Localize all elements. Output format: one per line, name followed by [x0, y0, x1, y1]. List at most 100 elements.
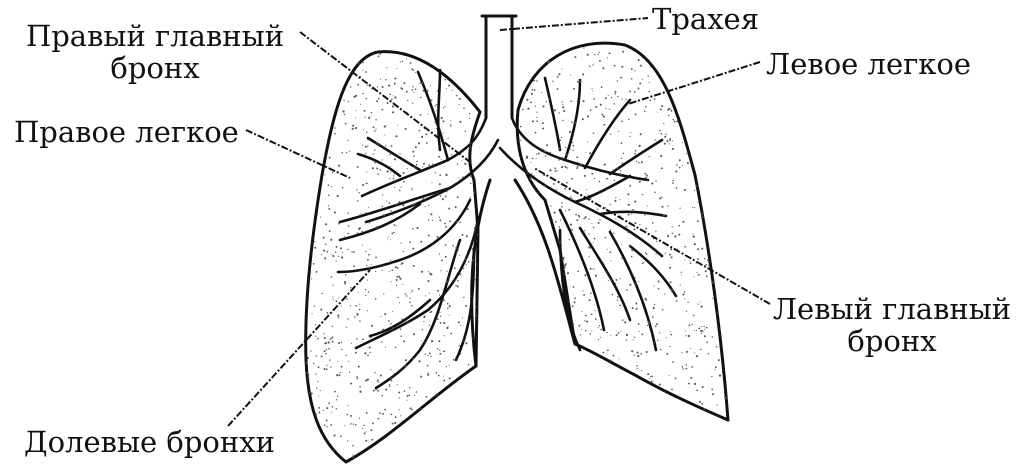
stipple-dot	[526, 173, 528, 175]
stipple-dot	[412, 102, 413, 103]
stipple-dot	[657, 340, 658, 341]
stipple-dot	[367, 355, 369, 357]
stipple-dot	[380, 53, 382, 55]
stipple-dot	[440, 195, 441, 196]
stipple-dot	[308, 374, 310, 376]
stipple-dot	[696, 355, 698, 357]
stipple-dot	[538, 153, 540, 155]
stipple-dot	[388, 202, 390, 204]
stipple-dot	[409, 241, 411, 243]
stipple-dot	[697, 258, 699, 260]
stipple-dot	[369, 347, 371, 349]
stipple-dot	[542, 122, 544, 124]
stipple-dot	[605, 207, 606, 208]
stipple-dot	[467, 145, 468, 146]
stipple-dot	[418, 142, 420, 144]
stipple-dot	[382, 270, 383, 271]
stipple-dot	[701, 403, 703, 405]
stipple-dot	[607, 57, 608, 58]
stipple-dot	[405, 365, 407, 367]
stipple-dot	[462, 234, 464, 236]
stipple-dot	[419, 360, 421, 362]
stipple-dot	[535, 132, 537, 134]
stipple-dot	[693, 315, 695, 317]
stipple-dot	[317, 338, 319, 340]
stipple-dot	[333, 434, 335, 436]
stipple-dot	[545, 155, 547, 157]
stipple-dot	[350, 287, 351, 288]
stipple-dot	[412, 204, 414, 206]
stipple-dot	[319, 413, 320, 414]
stipple-dot	[609, 52, 611, 54]
stipple-dot	[355, 117, 356, 118]
stipple-dot	[348, 212, 349, 213]
stipple-dot	[702, 330, 703, 331]
stipple-dot	[368, 254, 370, 256]
stipple-dot	[641, 334, 643, 336]
stipple-dot	[642, 263, 643, 264]
stipple-dot	[432, 164, 434, 166]
stipple-dot	[457, 196, 459, 198]
stipple-dot	[667, 205, 668, 206]
stipple-dot	[387, 102, 389, 104]
stipple-dot	[422, 166, 423, 167]
stipple-dot	[602, 67, 604, 69]
stipple-dot	[550, 205, 551, 206]
stipple-dot	[621, 120, 623, 122]
stipple-dot	[435, 172, 436, 173]
stipple-dot	[396, 68, 397, 69]
stipple-dot	[362, 245, 363, 246]
stipple-dot	[396, 225, 397, 226]
stipple-dot	[694, 383, 696, 385]
stipple-dot	[581, 329, 582, 330]
stipple-dot	[413, 70, 414, 71]
stipple-dot	[421, 340, 422, 341]
stipple-dot	[355, 352, 357, 354]
stipple-dot	[588, 246, 590, 248]
stipple-dot	[359, 386, 361, 388]
stipple-dot	[324, 337, 326, 339]
stipple-dot	[417, 227, 419, 229]
stipple-dot	[439, 217, 440, 218]
stipple-dot	[476, 263, 477, 264]
stipple-dot	[614, 93, 615, 94]
stipple-dot	[365, 146, 367, 148]
stipple-dot	[359, 320, 361, 322]
stipple-dot	[628, 231, 630, 233]
stipple-dot	[369, 222, 370, 223]
stipple-dot	[423, 321, 424, 322]
stipple-dot	[349, 151, 350, 152]
stipple-dot	[428, 234, 430, 236]
stipple-dot	[358, 366, 360, 368]
stipple-dot	[324, 368, 326, 370]
stipple-dot	[542, 105, 544, 107]
stipple-dot	[388, 320, 390, 322]
stipple-dot	[414, 395, 415, 396]
stipple-dot	[645, 177, 647, 179]
stipple-dot	[365, 295, 366, 296]
stipple-dot	[672, 361, 674, 363]
stipple-dot	[526, 99, 528, 101]
stipple-dot	[326, 407, 328, 409]
stipple-dot	[672, 119, 674, 121]
stipple-dot	[396, 285, 397, 286]
stipple-dot	[629, 245, 631, 247]
stipple-dot	[693, 276, 694, 277]
stipple-dot	[420, 114, 422, 116]
stipple-dot	[350, 305, 351, 306]
stipple-dot	[367, 280, 368, 281]
stipple-dot	[652, 222, 654, 224]
stipple-dot	[622, 162, 624, 164]
stipple-dot	[340, 372, 341, 373]
stipple-dot	[387, 238, 388, 239]
stipple-dot	[605, 108, 606, 109]
stipple-dot	[416, 161, 417, 162]
stipple-dot	[698, 328, 700, 330]
stipple-dot	[398, 391, 400, 393]
stipple-dot	[600, 329, 602, 331]
stipple-dot	[705, 270, 707, 272]
stipple-dot	[694, 330, 695, 331]
stipple-dot	[701, 332, 702, 333]
stipple-dot	[616, 279, 618, 281]
stipple-dot	[381, 109, 383, 111]
